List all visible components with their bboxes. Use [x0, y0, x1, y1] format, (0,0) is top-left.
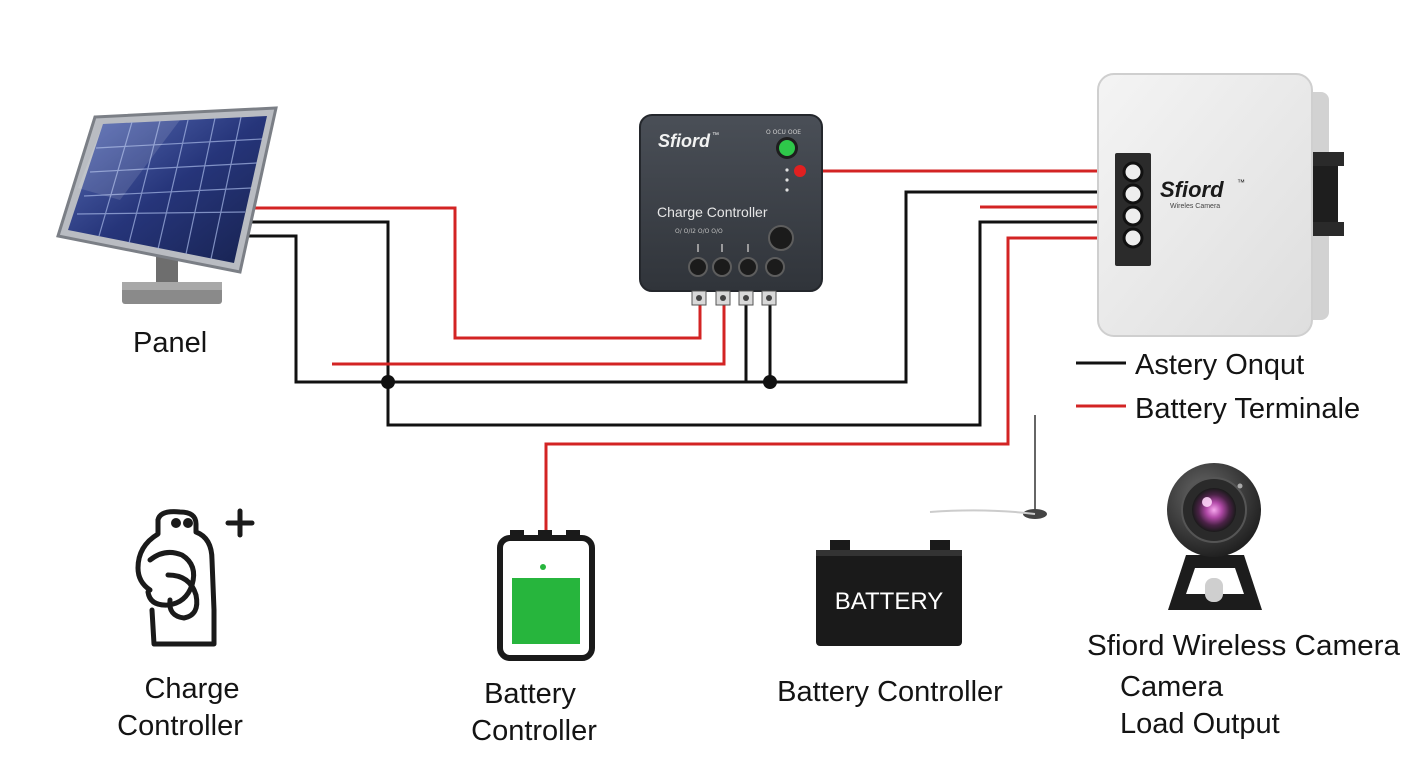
- wire-panel-negative-a: [222, 220, 1128, 427]
- panel-label: Panel: [133, 327, 207, 359]
- junction-left: [381, 375, 395, 389]
- label-wireless-camera: Sfiord Wireless Camera: [1087, 630, 1401, 662]
- camera-box-brand-mark: ™: [1237, 178, 1245, 187]
- battery-large-icon: [816, 540, 962, 646]
- label-battery-controller: Battery Controller: [777, 676, 1003, 708]
- legend-item-red: Battery Terminale: [1135, 393, 1360, 425]
- controller-title: Charge Controller: [657, 204, 768, 220]
- camera-icon: [1167, 463, 1262, 610]
- label-load-output: Load Output: [1120, 708, 1280, 740]
- pole-shadow: [929, 509, 1036, 515]
- charge-hand-icon: [135, 508, 255, 647]
- wire-panel-positive: [250, 206, 702, 340]
- battery-small-icon: [497, 530, 595, 661]
- battery-large-text: BATTERY: [835, 588, 943, 615]
- wire-battery-positive: [332, 298, 726, 366]
- solar-panel-icon: [56, 106, 278, 304]
- svg-text:O OCU OOE: O OCU OOE: [766, 129, 801, 136]
- svg-text:O/ O/I2 O/O O/O: O/ O/I2 O/O O/O: [675, 228, 723, 235]
- legend: Astery Onqut Battery Terminale: [1076, 349, 1360, 425]
- camera-box-brand: Sfiord: [1160, 177, 1224, 202]
- charge-controller-device: O OCU OOE O/ O/I2 O/O O/O: [639, 114, 823, 306]
- wire-box-to-battery: [544, 236, 1128, 532]
- wires: [222, 169, 1128, 532]
- label-charge-controller: Controller: [117, 710, 243, 742]
- controller-brand-mark: ™: [712, 132, 719, 139]
- controller-brand: Sfiord: [658, 131, 711, 151]
- junction-right: [763, 375, 777, 389]
- camera-box-subtitle: Wireles Camera: [1170, 203, 1220, 210]
- label-battery: Battery: [484, 678, 576, 710]
- camera-box-device: [1097, 73, 1344, 337]
- legend-item-black: Astery Onqut: [1135, 349, 1304, 381]
- label-camera: Camera: [1120, 671, 1224, 703]
- label-charge: Charge: [144, 673, 239, 705]
- wire-panel-negative-b: [222, 190, 1128, 384]
- label-battery-controller-left: Controller: [471, 715, 597, 747]
